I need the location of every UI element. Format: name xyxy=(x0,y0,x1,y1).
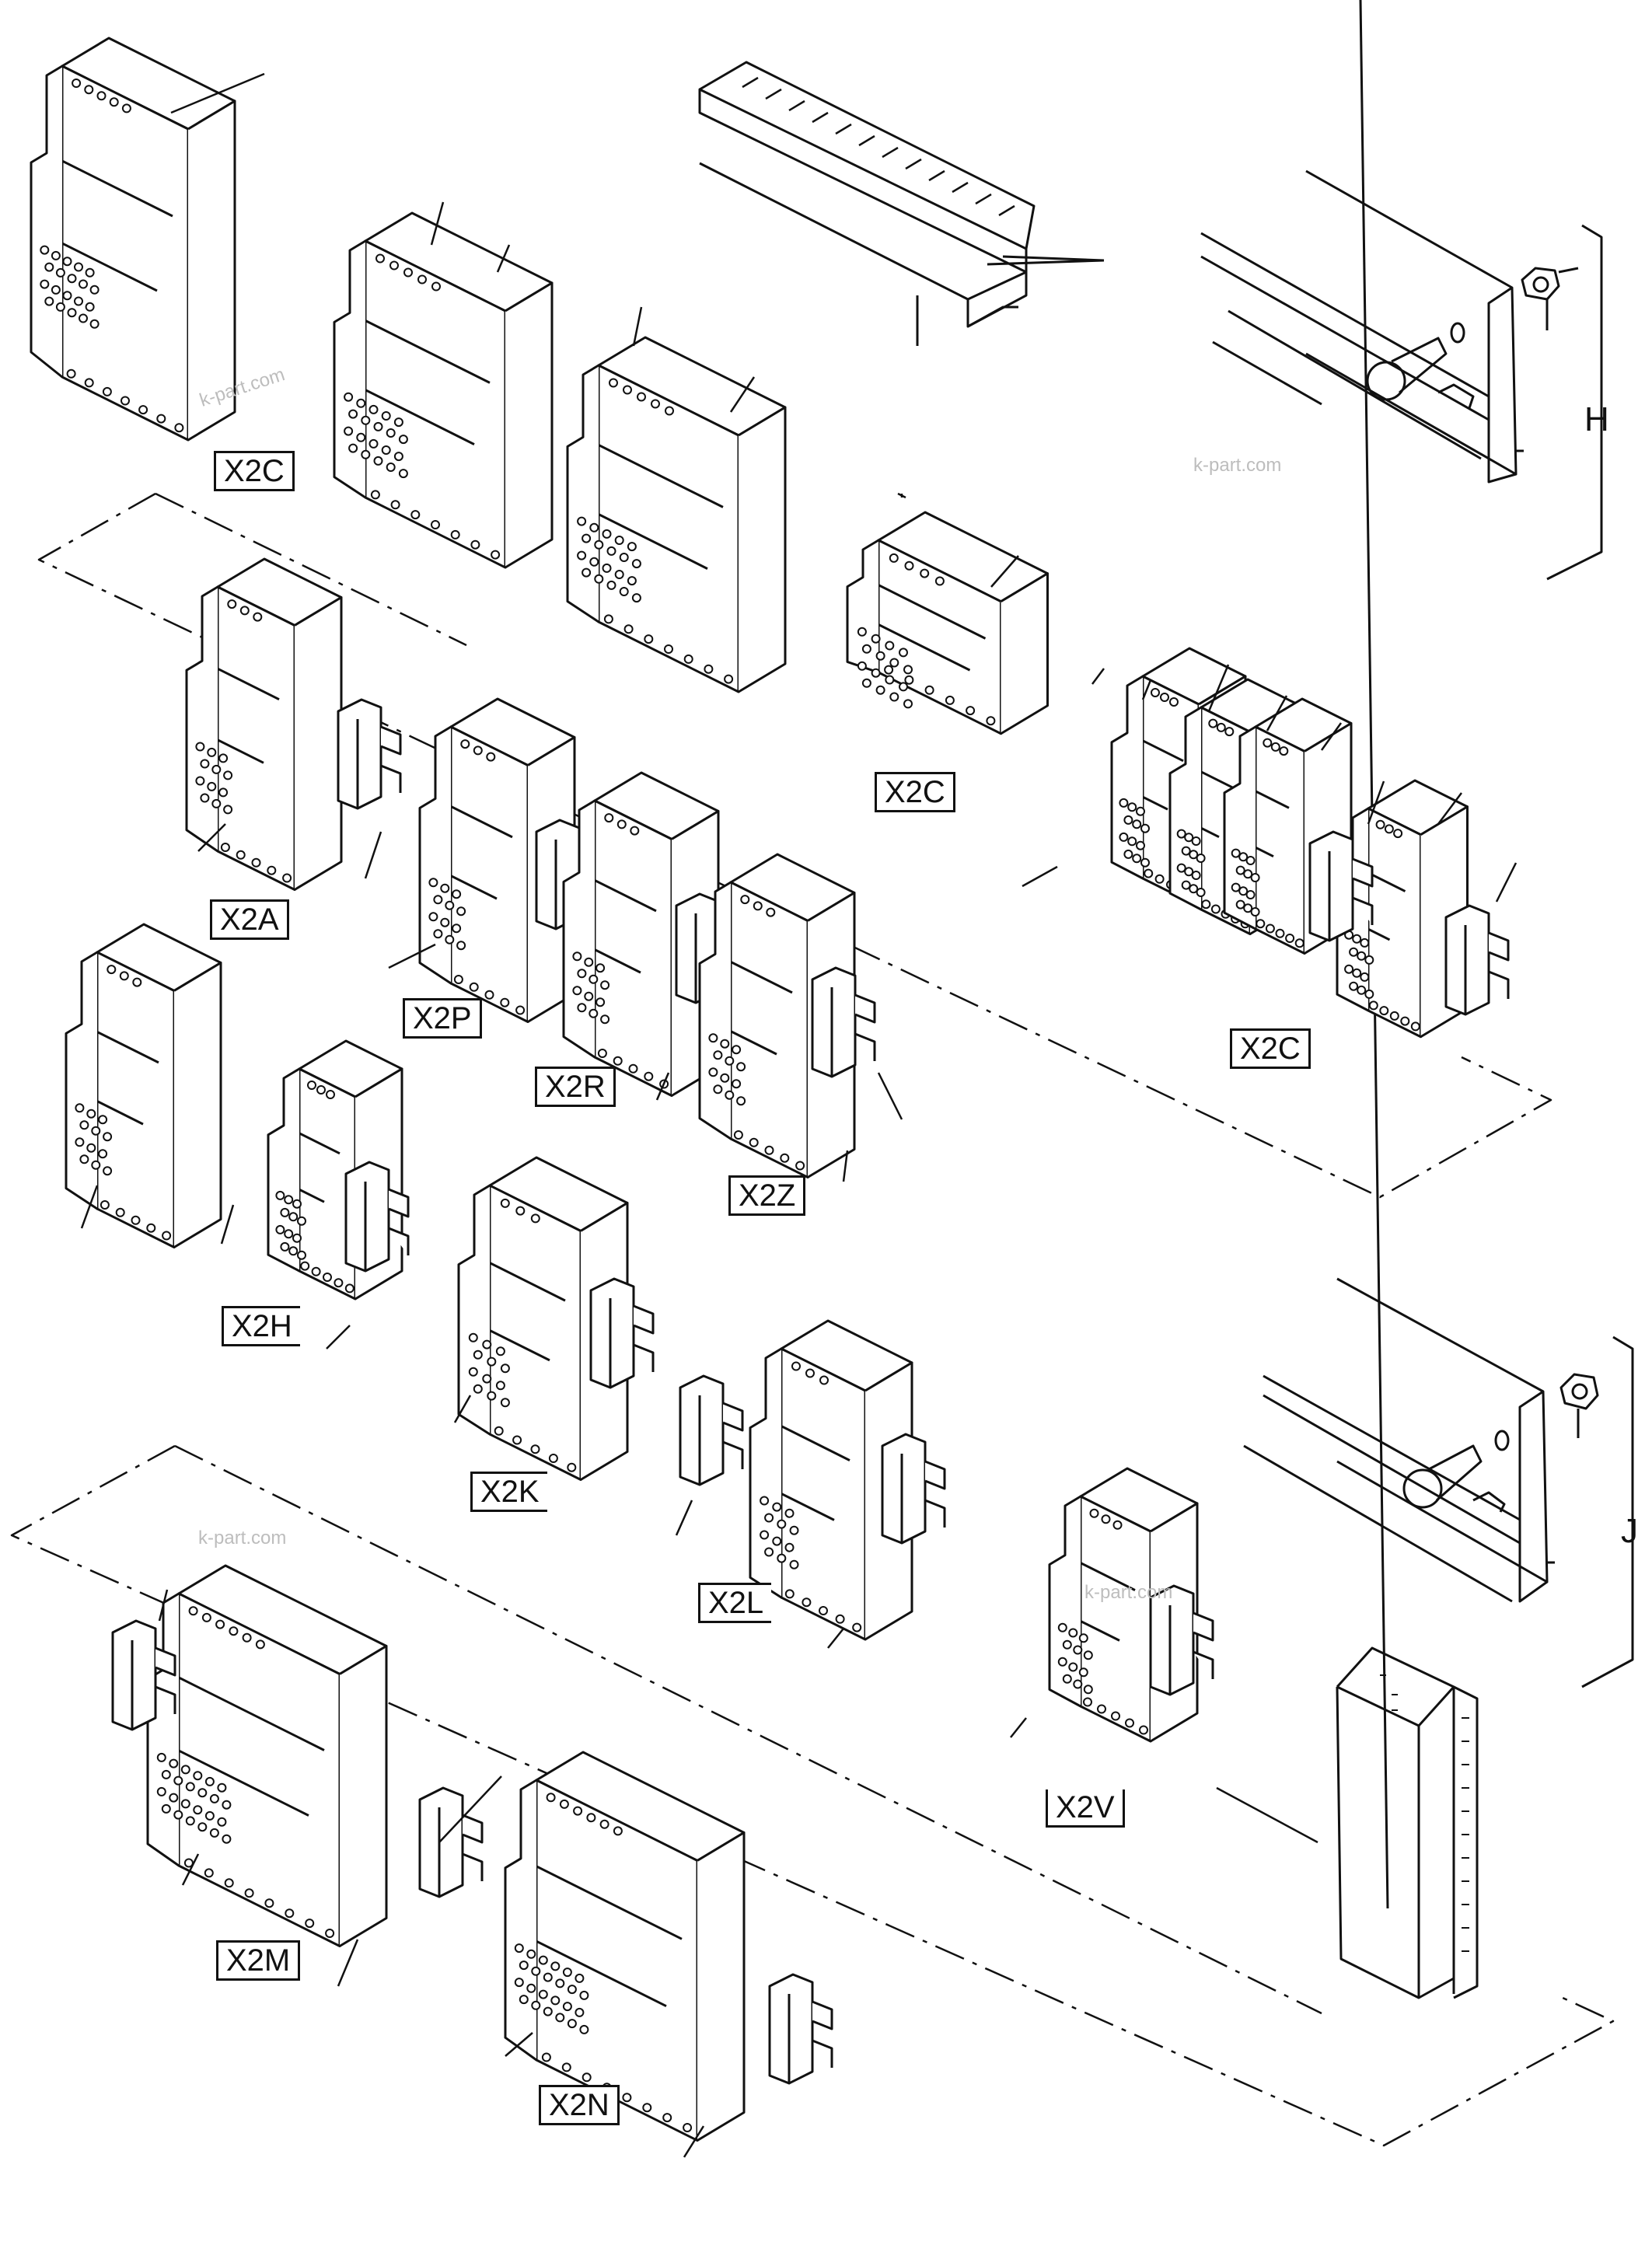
end-clip-x2v xyxy=(1149,1584,1214,1696)
group-label-x2l: X2L xyxy=(698,1583,772,1623)
terminal-block-x2m xyxy=(146,1564,388,1947)
bracket-letter-j: J xyxy=(1621,1512,1638,1550)
terminal-block-x2z xyxy=(698,853,856,1178)
nut-h xyxy=(1521,267,1560,301)
leader-lines xyxy=(80,72,1518,2158)
end-clip-x2h xyxy=(344,1161,410,1273)
terminal-block-x2c-c xyxy=(566,336,787,693)
terminal-block-x2n xyxy=(504,1751,746,2142)
end-clip-x2l-2 xyxy=(679,1374,744,1486)
fuse-block-x2c xyxy=(846,511,1049,735)
end-clip-x2k xyxy=(589,1277,655,1389)
group-label-x2z: X2Z xyxy=(728,1175,806,1216)
mounting-bracket-h xyxy=(1200,169,1603,581)
group-label-x2h: X2H xyxy=(222,1306,300,1346)
end-clip-x2m-b xyxy=(418,1786,484,1898)
group-label-x2k: X2K xyxy=(470,1472,547,1512)
terminal-block-x2c-b xyxy=(333,211,554,569)
group-label-x2r: X2R xyxy=(535,1067,616,1107)
end-clip-x2a xyxy=(337,698,402,810)
terminal-block-x2l xyxy=(749,1319,913,1641)
end-clip-x2m-a xyxy=(111,1619,176,1731)
terminal-block-x2a xyxy=(185,557,343,891)
nut-j xyxy=(1559,1373,1599,1410)
group-label-x2m: X2M xyxy=(216,1940,301,1981)
end-clip-x2c-2 xyxy=(1308,830,1374,942)
watermark-3: k-part.com xyxy=(198,1528,287,1548)
mounting-bracket-j xyxy=(1243,1277,1634,1688)
watermark-4: k-part.com xyxy=(1084,1582,1173,1603)
end-clip-x2l xyxy=(881,1433,946,1545)
end-clip-x2z xyxy=(811,966,876,1078)
group-label-x2c-top: X2C xyxy=(214,451,295,491)
bolt-j xyxy=(1402,1430,1510,1509)
din-rail-top xyxy=(698,61,1105,346)
terminal-block-x2k xyxy=(457,1156,629,1481)
watermark-2: k-part.com xyxy=(1193,455,1282,476)
terminal-block-x2h-a xyxy=(65,923,222,1248)
dashed-frame-lower xyxy=(10,1444,1615,2147)
group-label-x2a: X2A xyxy=(210,899,289,940)
end-clip-x2n xyxy=(768,1973,833,2085)
group-label-x2c-middle: X2C xyxy=(875,772,955,812)
group-label-x2c-right: X2C xyxy=(1230,1028,1311,1069)
group-label-x2v: X2V xyxy=(1046,1789,1125,1828)
group-label-x2p: X2P xyxy=(403,998,482,1039)
bolt-h xyxy=(1366,322,1465,401)
terminal-block-x2c-a xyxy=(30,37,236,442)
bracket-letter-h: H xyxy=(1584,400,1609,438)
end-clip-x2c xyxy=(1444,904,1510,1016)
dashed-frame-upper xyxy=(37,492,1552,1199)
group-label-x2n: X2N xyxy=(539,2085,620,2125)
